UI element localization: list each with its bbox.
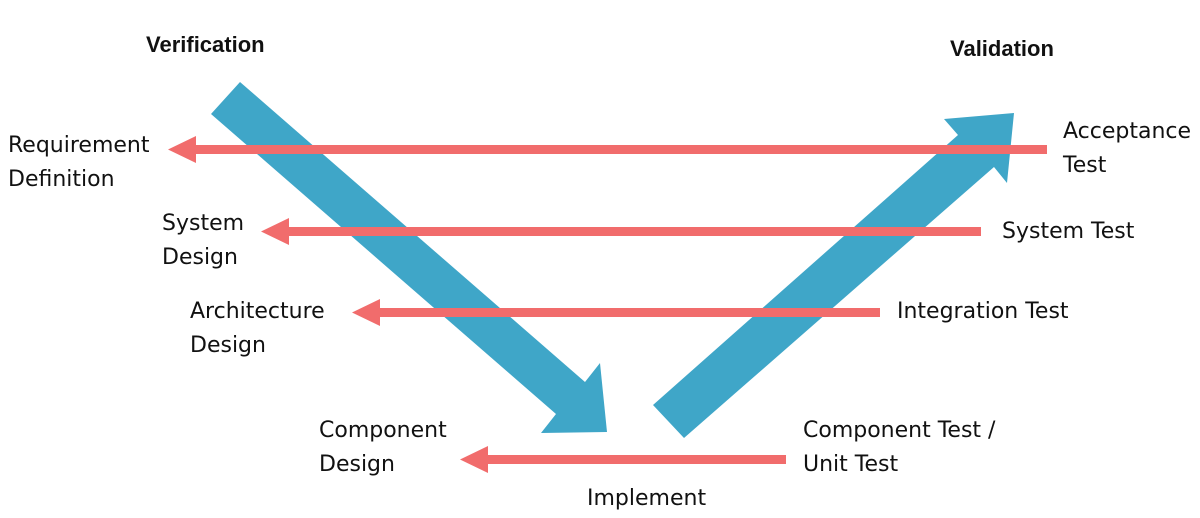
link-arrow-component-test-to-component-design (460, 446, 786, 473)
validation-arrow (653, 113, 1014, 438)
component-test-label: Component Test / Unit Test (803, 418, 996, 477)
integration-test-label: Integration Test (897, 299, 1069, 324)
verification-arrow (211, 82, 607, 433)
architecture-design-label: Architecture Design (190, 299, 325, 358)
link-arrow-integration-to-architecture (352, 299, 880, 326)
requirement-definition-label: Requirement Definition (8, 133, 150, 192)
implement-label: Implement (587, 486, 707, 511)
system-design-label: System Design (162, 211, 245, 270)
system-test-label: System Test (1002, 219, 1135, 244)
link-arrow-acceptance-to-requirement (168, 136, 1047, 163)
verification-heading: Verification (146, 32, 265, 57)
acceptance-test-label: Acceptance Test (1063, 119, 1192, 178)
validation-heading: Validation (950, 36, 1054, 61)
component-design-label: Component Design (319, 418, 447, 477)
link-arrow-system-test-to-system-design (261, 218, 981, 245)
